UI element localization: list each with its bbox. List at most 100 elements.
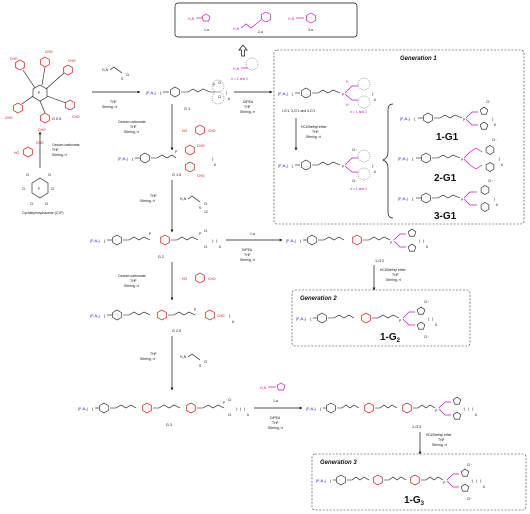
svg-text:): ) <box>464 406 466 411</box>
svg-text:H₂N: H₂N <box>260 386 267 390</box>
svg-text:Stirring, rt: Stirring, rt <box>140 199 155 203</box>
svg-text:THF: THF <box>150 194 157 198</box>
cond-g15-to-g2: THF Stirring, rt <box>140 194 157 203</box>
svg-text:6: 6 <box>496 203 498 207</box>
svg-text:{P₃N₃}: {P₃N₃} <box>278 164 289 168</box>
amine-1a-h2n: H₂N <box>188 17 195 21</box>
svg-text:6: 6 <box>219 245 221 249</box>
ig1-salt-structure: {P₃N₃} ( P Cl⁻ Cl⁻ ) 6 n = 1 and 2 <box>278 148 376 191</box>
product-1g1: {P₃N₃} ( P Cl⁻ ) 6 1-G1 <box>400 100 496 143</box>
g1-structure: {P₃N₃} ( P Cl Cl ) 6 G 1 <box>146 79 230 111</box>
svg-text:CHO: CHO <box>72 115 80 119</box>
svg-text:6: 6 <box>426 245 428 249</box>
svg-text:CHO: CHO <box>197 174 205 178</box>
svg-text:P: P <box>463 118 466 122</box>
svg-text:): ) <box>432 316 434 321</box>
svg-text:Cl: Cl <box>30 202 33 206</box>
svg-text:): ) <box>216 238 218 243</box>
svg-text:H₂N: H₂N <box>233 27 240 31</box>
svg-text:THF: THF <box>244 253 251 257</box>
svg-text:Cl: Cl <box>51 187 54 191</box>
svg-text:Stirring, rt: Stirring, rt <box>306 135 321 139</box>
svg-text:6: 6 <box>228 97 230 101</box>
svg-text:(: ( <box>414 116 416 121</box>
generation-1-box: Generation 1 {P₃N₃} ( P H H ) 6 n = 1 an… <box>273 49 525 225</box>
svg-text:P: P <box>342 93 345 97</box>
svg-text:): ) <box>372 163 374 168</box>
svg-text:{P₃N₃}: {P₃N₃} <box>90 314 101 318</box>
g25-label: G 2.5 <box>172 329 181 333</box>
g15-structure: {P₃N₃} ( P CHO CHO ) 6 G 1.5 <box>118 144 216 178</box>
hydrazide-reagent-2: H₂N S Cl 12 <box>180 195 208 214</box>
svg-text:(: ( <box>104 313 106 318</box>
svg-text:HCl/Diethyl ether: HCl/Diethyl ether <box>380 268 406 272</box>
g25-structure: {P₃N₃} ( P CHO ) 6 G 2.5 <box>90 308 234 333</box>
svg-text:(: ( <box>92 406 94 411</box>
svg-text:THF: THF <box>272 421 279 425</box>
svg-text:P: P <box>390 241 393 245</box>
svg-text:(: ( <box>310 316 312 321</box>
svg-text:(: ( <box>292 163 294 168</box>
svg-text:CHO: CHO <box>208 277 216 281</box>
svg-text:(: ( <box>160 90 162 95</box>
svg-text:1-a: 1-a <box>250 232 255 236</box>
generation-3-title: Generation 3 <box>320 460 357 466</box>
svg-text:12: 12 <box>204 210 208 214</box>
svg-text:6: 6 <box>374 170 376 174</box>
svg-text:6: 6 <box>475 413 477 417</box>
svg-text:1-a: 1-a <box>273 399 278 403</box>
hydroxybenzaldehyde-1: HO CHO <box>182 124 216 136</box>
ig1-structure: {P₃N₃} ( P H H ) 6 n = 1 and 2 <box>278 77 376 114</box>
svg-text:(: ( <box>300 238 302 243</box>
svg-text:n = 1 and 2: n = 1 and 2 <box>231 77 248 81</box>
svg-text:{P₃N₃}: {P₃N₃} <box>286 239 297 243</box>
svg-text:THF: THF <box>130 125 137 129</box>
svg-text:Cl⁻: Cl⁻ <box>467 497 472 501</box>
svg-text:P: P <box>461 158 464 162</box>
svg-text:{P₃N₃}: {P₃N₃} <box>400 117 411 121</box>
svg-text:Stirring, rt: Stirring, rt <box>124 130 139 134</box>
g3-label: G 3 <box>166 423 172 427</box>
product-2g1: {P₃N₃} ( P Cl⁻ ) 6 2-G1 <box>398 138 503 184</box>
svg-text:P: P <box>213 83 216 87</box>
svg-text:THF: THF <box>244 105 251 109</box>
svg-text:Stirring, rt: Stirring, rt <box>52 153 67 157</box>
g05-structure: P CHO CHO CHO CHO CHO CHO G 0.5 <box>5 50 80 132</box>
svg-text:n = 1 and 2: n = 1 and 2 <box>350 187 367 191</box>
svg-text:THF: THF <box>110 100 117 104</box>
svg-text:H₂N: H₂N <box>233 67 240 71</box>
svg-text:): ) <box>499 156 501 161</box>
svg-text:S: S <box>199 364 202 368</box>
ig2-structure: {P₃N₃} ( P ) ) 6 1-G’2 <box>286 228 428 263</box>
svg-text:DIPEA: DIPEA <box>243 100 254 104</box>
amine-3a-label: 3-a <box>308 28 313 32</box>
cond-hcl-gen2: HCl/Diethyl ether THF Stirring, rt <box>380 268 406 282</box>
svg-text:(: ( <box>292 91 294 96</box>
svg-text:HCl/Diethyl ether: HCl/Diethyl ether <box>301 125 327 129</box>
c1p-structure: P Cl Cl Cl Cl Cl Cl Cyclotriphosphazene … <box>22 173 63 215</box>
svg-text:H₂N: H₂N <box>180 355 187 359</box>
svg-text:THF: THF <box>52 148 59 152</box>
svg-text:THF: THF <box>312 130 319 134</box>
amine-2a-label: 2-a <box>258 30 263 34</box>
svg-text:HO: HO <box>182 129 187 133</box>
svg-text:P: P <box>435 409 438 413</box>
svg-text:THF: THF <box>130 279 137 283</box>
svg-text:HO: HO <box>182 277 187 281</box>
product-3g1-label: 3-G1 <box>434 211 457 222</box>
svg-text:): ) <box>419 238 421 243</box>
product-3g1: {P₃N₃} ( P Cl⁻ ) 6 3-G1 <box>398 179 498 222</box>
svg-text:): ) <box>472 478 474 483</box>
svg-text:CHO: CHO <box>68 59 76 63</box>
reagent-1a-step3: 1-a H₂N DIPEA THF Stirring, rt <box>260 382 286 430</box>
svg-text:P: P <box>194 308 197 312</box>
svg-text:Cl: Cl <box>218 81 221 85</box>
svg-text:): ) <box>212 156 214 161</box>
g3-structure: {P₃N₃} ( P Cl Cl ) ) ) 6 G 3 <box>78 398 249 427</box>
svg-text:Cesium carbonate: Cesium carbonate <box>52 143 80 147</box>
svg-text:{P₃N₃}: {P₃N₃} <box>146 91 157 95</box>
svg-text:Cl⁻: Cl⁻ <box>352 179 357 183</box>
cond-hcl-gen3: HCl/Diethyl ether THF Stirring, rt <box>426 433 452 447</box>
reagent-1a-step2: 1-a DIPEA THF Stirring, rt <box>240 232 255 262</box>
